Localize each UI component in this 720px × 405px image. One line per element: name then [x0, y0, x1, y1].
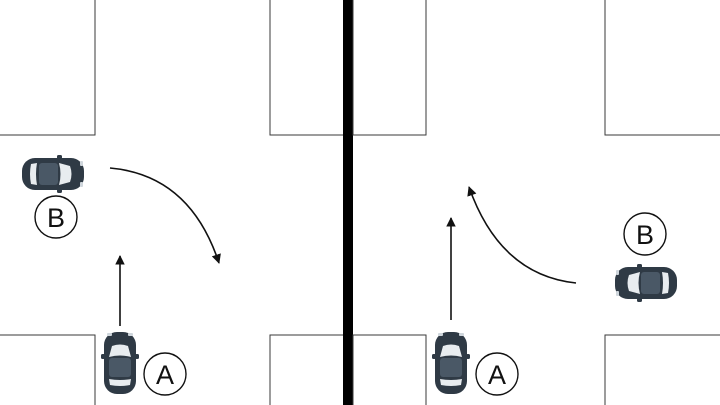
car-b-label: B: [47, 203, 65, 233]
block-bottom-right: [604, 334, 720, 405]
car-b-path-arrow: [467, 186, 577, 284]
car-b-marker: [34, 195, 78, 239]
panel-divider: [343, 0, 353, 405]
car-b-icon: [22, 155, 84, 193]
car-b-path-arrow: [109, 167, 221, 264]
panel-right: A B: [352, 0, 720, 405]
block-bottom-left: [352, 334, 427, 405]
block-top-left: [0, 0, 96, 136]
car-b-icon: [615, 264, 677, 302]
car-a-marker: [475, 352, 519, 396]
panel-left: B A: [0, 0, 361, 405]
car-a-icon: [101, 332, 139, 394]
car-a-icon: [432, 332, 470, 394]
block-top-right: [604, 0, 720, 136]
car-a-marker: [143, 352, 187, 396]
car-b-marker: [623, 212, 667, 256]
car-b-label: B: [636, 220, 654, 250]
car-a-label: A: [488, 360, 506, 390]
car-a-label: A: [156, 360, 174, 390]
block-top-left: [352, 0, 427, 136]
block-bottom-left: [0, 334, 96, 405]
